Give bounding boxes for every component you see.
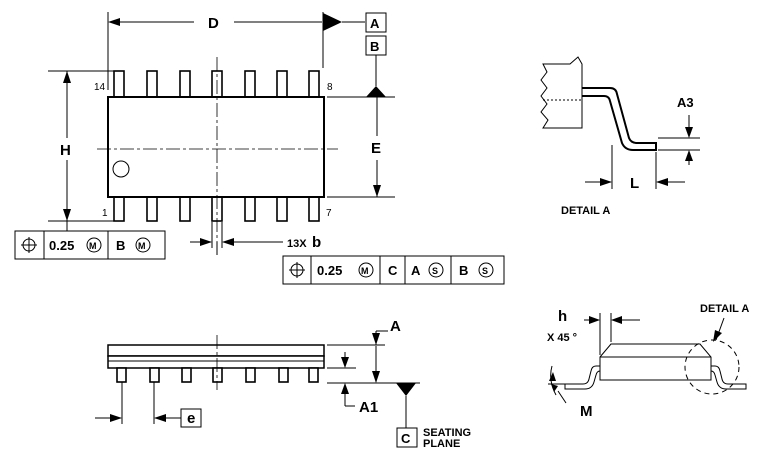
pin1-label: 1 [102,208,108,219]
pin-bot-6 [276,195,288,222]
datum-C-label: C [401,431,411,446]
pin-top-3 [179,70,191,99]
pin-bot-2 [146,195,158,222]
end-view: DETAIL A h X 45 ° M [547,303,749,420]
seating-plane-2: PLANE [423,438,460,450]
side-body-bottom [107,355,325,369]
fcf-H-datum: B [116,238,125,253]
detail-a-callout: DETAIL A [700,303,749,315]
fcf-b: 0.25 M C A S B S [282,255,505,285]
datum-A-label: A [370,16,380,31]
detail-a-circle [684,339,740,395]
pin-top-6 [276,70,288,99]
pin-top-1 [113,70,125,99]
fcf-b-datum1: C [388,263,398,278]
detail-a-title: DETAIL A [561,205,610,217]
bottom-pins [113,195,320,222]
dim-D-label: D [208,15,219,32]
fcf-H-tol-mod: M [89,241,97,251]
dim-b-prefix: 13X [287,238,307,250]
fcf-H-datum-mod: M [138,241,146,251]
side-leads [116,367,319,383]
top-view: 14 8 1 7 D A B [14,12,505,285]
fcf-b-datum3: B [459,263,468,278]
dim-b: 13X b [190,222,321,255]
pin1-marker [112,160,130,178]
package-body [107,96,325,198]
fcf-b-datum2-mod: S [432,266,438,276]
dim-h-x45: X 45 ° [547,332,577,344]
pin-bot-3 [179,195,191,222]
dim-L-label: L [630,175,639,192]
pin-bot-5 [244,195,256,222]
pin-bot-7 [308,195,320,222]
dim-b-label: b [312,234,321,251]
pin8-label: 8 [327,82,333,93]
dim-E-label: E [371,140,381,157]
dim-E: E [327,96,395,198]
datum-B-triangle [366,86,386,97]
pin14-label: 14 [94,82,106,93]
fcf-H-tolerance: 0.25 [49,238,74,253]
fcf-b-tolerance: 0.25 [317,263,342,278]
pin-top-5 [244,70,256,99]
datum-B-label: B [370,39,379,54]
pin-top-7 [308,70,320,99]
datum-A-box: A [365,12,387,33]
datum-C-triangle [396,383,416,396]
pin7-label: 7 [326,208,332,219]
side-view: e A A1 C SEATING PLANE [95,318,471,450]
dim-A3-label: A3 [677,95,694,110]
dim-e-label: e [187,410,195,427]
dim-H-label: H [60,142,71,159]
dim-M-label: M [580,403,593,420]
dim-A1-label: A1 [359,399,378,416]
top-pins [113,70,320,99]
seating-plane-1: SEATING [423,427,471,439]
fcf-b-datum2: A [411,263,421,278]
dim-A-label: A [390,318,401,335]
dim-h-label: h [558,308,567,325]
fcf-b-tol-mod: M [361,266,369,276]
pin-bot-1 [113,195,125,222]
detail-a-view: A3 L DETAIL A [540,56,700,217]
dim-D: D [107,12,365,90]
dim-H: H [48,70,114,231]
datum-B-box: B [365,35,387,56]
fcf-H: 0.25 M B M [14,230,166,260]
fcf-b-datum3-mod: S [482,266,488,276]
side-body-top [107,344,325,357]
pin-top-2 [146,70,158,99]
